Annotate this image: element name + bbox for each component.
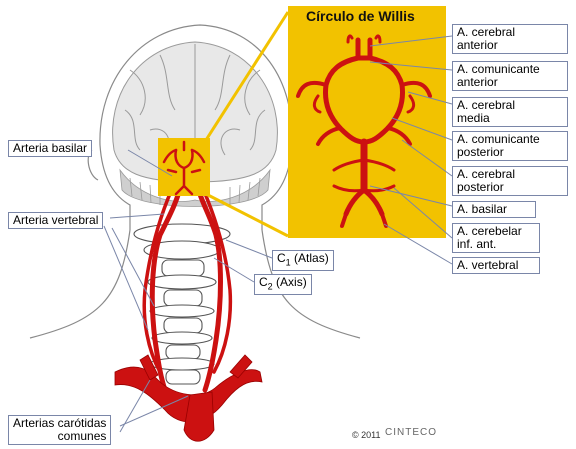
c1-subscript: 1 — [285, 257, 291, 268]
c2-name: (Axis) — [272, 275, 307, 289]
c2-letter: C — [259, 275, 268, 289]
label-line-2: anterior — [457, 75, 498, 89]
label-text: Arteria basilar — [13, 141, 88, 155]
label-line-1: A. cerebelar — [457, 224, 522, 238]
willis-panel — [288, 6, 446, 238]
label-arterias-carotidas: Arterias carótidas comunes — [8, 415, 112, 445]
label-line-1: Arterias carótidas — [13, 416, 107, 430]
c2-subscript: 2 — [267, 281, 273, 292]
label-text: A. basilar — [457, 202, 508, 216]
label-line-1: A. cerebral — [457, 98, 516, 112]
leader-lines — [103, 35, 453, 433]
label-cerebral-media: A. cerebral media — [452, 97, 568, 127]
label-line-2: posterior — [457, 145, 504, 159]
c1-letter: C — [277, 251, 286, 265]
label-vertebral: A. vertebral — [452, 257, 540, 274]
label-line-1: A. comunicante — [457, 62, 540, 76]
copyright: © 2011 — [352, 430, 381, 440]
label-comunicante-posterior: A. comunicante posterior — [452, 131, 568, 161]
aortic-arch — [114, 354, 263, 442]
zoom-lines — [204, 11, 290, 238]
label-comunicante-anterior: A. comunicante anterior — [452, 61, 568, 91]
cinteco-logo: CINTECO — [385, 427, 437, 438]
label-line-2: inf. ant. — [457, 237, 497, 251]
logo-text: CINTECO — [385, 427, 437, 438]
label-cerebelar-inf-ant: A. cerebelar inf. ant. — [452, 223, 540, 253]
label-arteria-vertebral: Arteria vertebral — [8, 212, 104, 229]
label-line-1: A. comunicante — [457, 132, 540, 146]
label-text: A. vertebral — [457, 258, 519, 272]
label-line-2: anterior — [457, 38, 498, 52]
label-line-1: A. cerebral — [457, 25, 516, 39]
label-cerebral-posterior: A. cerebral posterior — [452, 166, 568, 196]
diagram-title: Círculo de Willis — [306, 8, 415, 24]
label-text: Arteria vertebral — [13, 213, 99, 227]
label-line-2: posterior — [457, 180, 504, 194]
c1-name: (Atlas) — [290, 251, 329, 265]
label-cerebral-anterior: A. cerebral anterior — [452, 24, 568, 54]
label-line-2: comunes — [57, 429, 107, 443]
label-arteria-basilar: Arteria basilar — [8, 140, 93, 157]
label-line-2: media — [457, 111, 490, 125]
label-c1-atlas: C1 (Atlas) — [272, 250, 334, 272]
label-basilar: A. basilar — [452, 201, 536, 218]
small-willis — [162, 140, 206, 196]
label-c2-axis: C2 (Axis) — [254, 274, 312, 296]
willis-arteries — [296, 34, 432, 228]
label-line-1: A. cerebral — [457, 167, 516, 181]
